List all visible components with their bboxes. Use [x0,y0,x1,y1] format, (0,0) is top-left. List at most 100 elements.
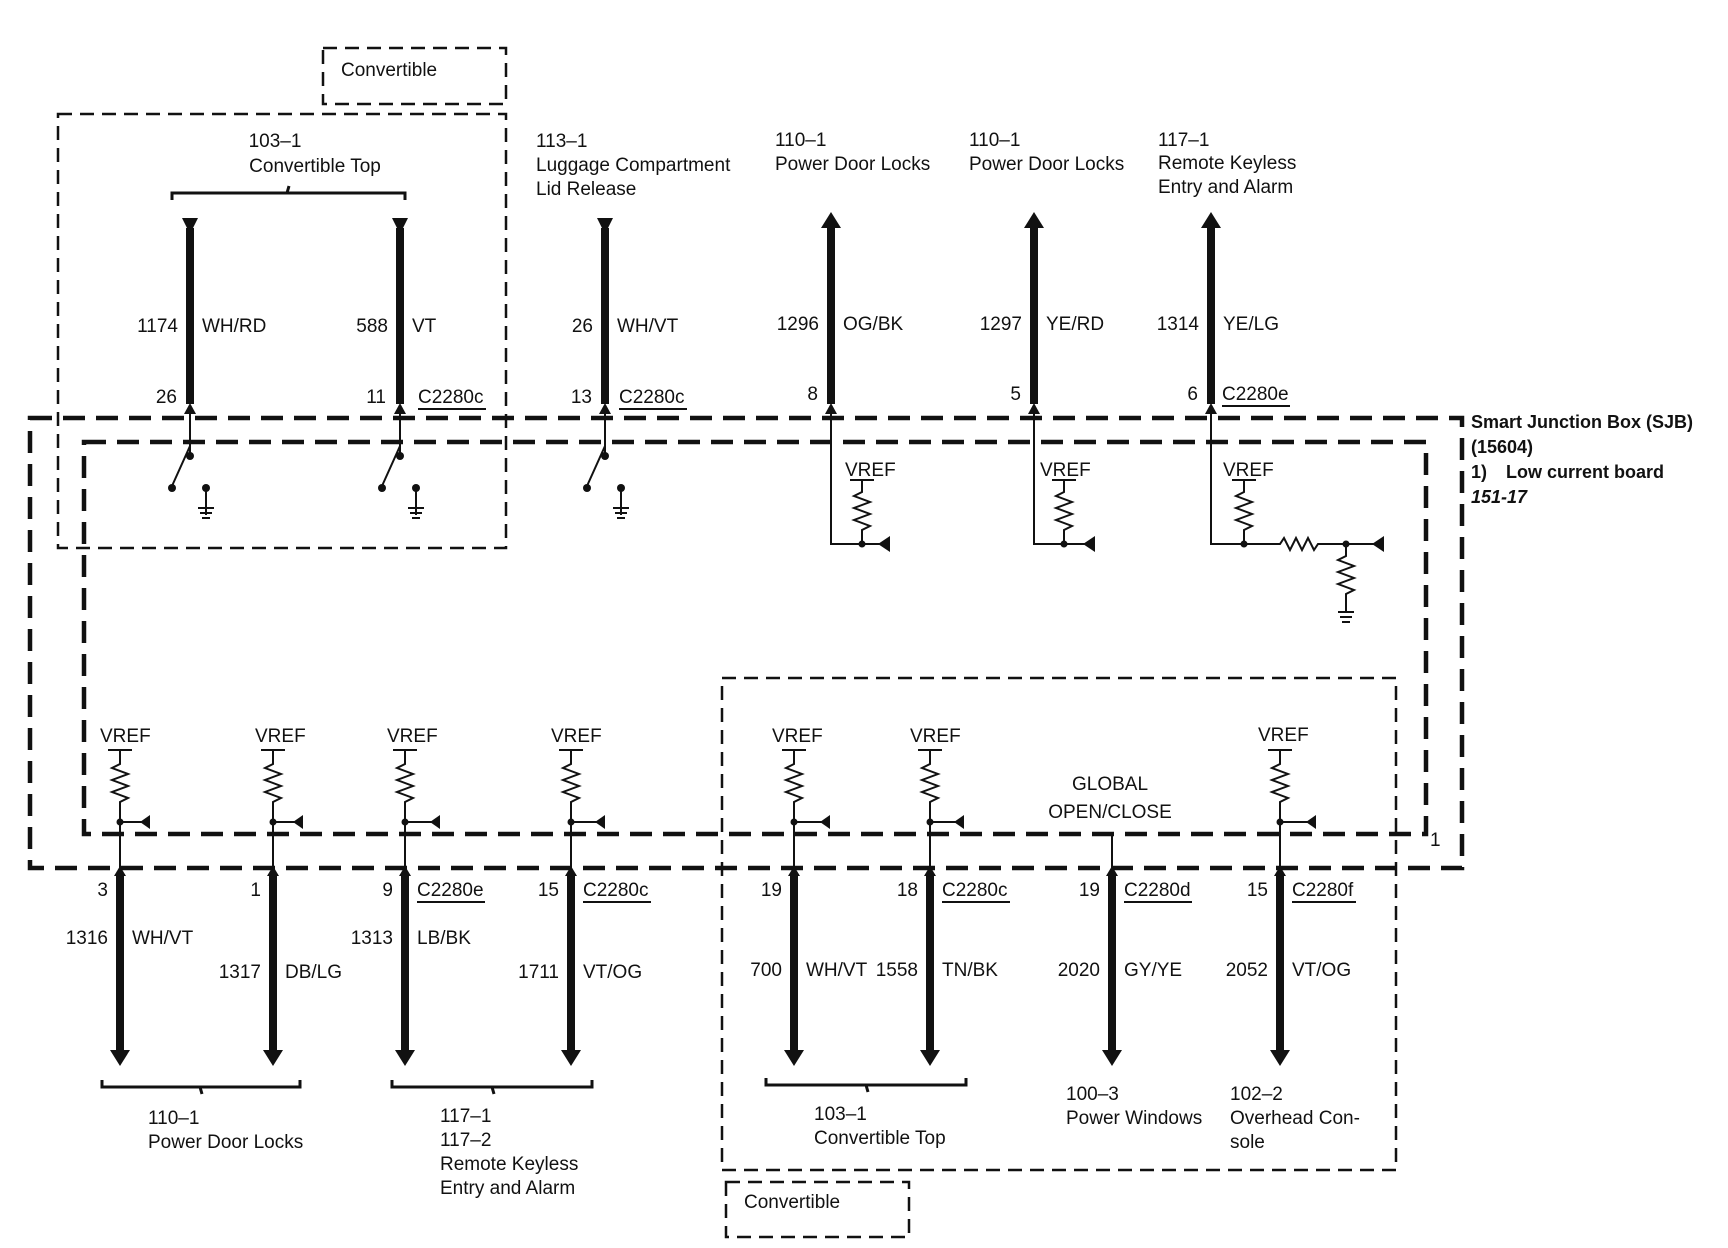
ground-icon [408,488,424,519]
pullup-resistor-icon [918,749,964,870]
signal-arrow-icon [1372,536,1384,552]
wire-color: VT/OG [1292,960,1351,981]
pullup-resistor-icon [559,749,605,870]
top-group-ref: 103–1 [249,131,302,152]
group-bracket [100,1080,302,1095]
bottom-group-overhead-console: 102–2 Overhead Con- sole [1230,1084,1360,1153]
divider-resistor-icon [1210,414,1384,612]
group-bracket [390,1080,594,1095]
connector-id: C2280f [1292,880,1354,901]
output-arrow-icon [1024,212,1044,228]
bottom-group-ref: 117–1 [440,1106,491,1127]
connector-id: C2280c [418,387,484,408]
bottom-wire-1558: VREF 18 C2280c 1558 TN/BK [876,726,1010,1066]
bottom-wire-1316: VREF 3 1316 WH/VT [66,726,194,1066]
sjb-title: Smart Junction Box (SJB) [1471,412,1693,432]
ground-contact-icon [202,484,210,492]
node-icon [790,818,798,826]
pin-arrow-icon [267,866,279,876]
output-arrow-icon [395,1050,415,1066]
signal-arrow-icon [140,815,150,829]
top-group-ref: 110–1 [775,130,826,151]
circuit-number: 1316 [66,928,108,949]
pin-number: 9 [382,880,393,901]
bottom-group-name-2: sole [1230,1132,1265,1153]
circuit-number: 1296 [777,314,819,335]
global-label: GLOBAL [1072,774,1148,795]
pullup-resistor-icon [261,749,303,870]
pin-arrow-icon [399,866,411,876]
bottom-wire-2020: 19 C2280d 2020 GY/YE [1058,832,1192,1066]
node-icon [1342,540,1350,548]
node-icon [926,818,934,826]
vref-label: VREF [1040,460,1091,481]
signal-arrow-icon [430,815,440,829]
vref-label: VREF [387,726,438,747]
top-group-name: Power Door Locks [969,154,1124,175]
pin-arrow-icon [1028,403,1040,414]
wire-color: WH/RD [202,316,266,337]
pin-arrow-icon [1274,866,1286,876]
bottom-group-ref: 102–2 [1230,1084,1283,1105]
convertible-region-bottom [720,676,1398,1172]
top-group-ref: 113–1 [536,131,587,152]
circuit-number: 700 [750,960,782,981]
wire-color: WH/VT [806,960,868,981]
convertible-label-bottom: Convertible [744,1192,840,1213]
vref-label: VREF [255,726,306,747]
node-icon [858,540,866,548]
sjb-page-ref: 151-17 [1471,487,1528,507]
sjb-board-name: Low current board [1506,462,1664,482]
vref-label: VREF [910,726,961,747]
pin-number: 15 [538,880,559,901]
output-arrow-icon [263,1050,283,1066]
signal-arrow-icon [595,815,605,829]
pin-number: 3 [97,880,108,901]
pin-arrow-icon [1205,403,1217,414]
bottom-group-convertible-top: 103–1 Convertible Top [764,1078,968,1149]
switch-contact-icon [583,484,591,492]
switch-contact-icon [396,452,404,460]
output-arrow-icon [821,212,841,228]
wire-color: YE/RD [1046,314,1104,335]
pin-arrow-icon [184,403,196,414]
wire-color: YE/LG [1223,314,1279,335]
top-group-name: Convertible Top [249,156,381,177]
connector-id: C2280c [619,387,685,408]
circuit-number: 1313 [351,928,393,949]
vref-label: VREF [551,726,602,747]
node-icon [1276,818,1284,826]
bottom-group-name-2: Entry and Alarm [440,1178,575,1199]
group-bracket [170,185,407,200]
connector-id: C2280d [1124,880,1191,901]
top-group-luggage-release: 113–1 Luggage Compartment Lid Release [536,131,731,200]
pin-arrow-icon [825,403,837,414]
vref-label: VREF [772,726,823,747]
switch-contact-icon [186,452,194,460]
bottom-group-name: Power Windows [1066,1108,1202,1129]
pin-number: 11 [366,387,386,408]
wire-color: GY/YE [1124,960,1182,981]
top-group-name: Luggage Compartment [536,155,731,176]
pin-arrow-icon [788,866,800,876]
output-arrow-icon [1270,1050,1290,1066]
convertible-region-top [56,112,508,550]
convertible-label-box-top [321,46,508,106]
bottom-group-ref: 110–1 [148,1108,199,1129]
sjb-part-number: (15604) [1471,437,1533,457]
top-group-name: Remote Keyless [1158,153,1296,174]
wire-color: WH/VT [617,316,679,337]
pin-number: 6 [1187,384,1198,405]
low-current-board-boundary [81,439,1429,837]
pin-arrow-icon [924,866,936,876]
sjb-pin-1: 1 [1430,830,1441,851]
switch-contact-icon [378,484,386,492]
top-group-ref: 117–1 [1158,130,1209,151]
connector-id: C2280e [417,880,484,901]
circuit-number: 26 [572,316,593,337]
top-group-power-door-locks-2: 110–1 Power Door Locks [969,130,1124,175]
bottom-group-power-door-locks: 110–1 Power Door Locks [100,1080,303,1153]
bottom-group-name: Overhead Con- [1230,1108,1360,1129]
pin-arrow-icon [599,403,611,414]
ground-contact-icon [617,484,625,492]
